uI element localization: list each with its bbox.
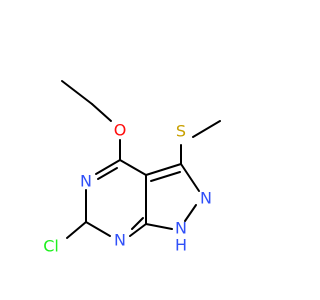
bond-c6-n-bottom [85, 221, 111, 237]
bond-s-ch3 [192, 120, 221, 138]
bond-n-bottom-c7a [129, 223, 147, 237]
bond-c4-n-top [95, 159, 121, 175]
bond-n-pyrazole-nh [184, 204, 197, 222]
bond-nh-c7a [145, 223, 173, 230]
nitrogen-pyrazole-label: N [200, 189, 212, 208]
atom-nitrogen-pyrimidine-top: N [80, 172, 92, 191]
bonds [61, 80, 221, 239]
atom-oxygen: O [114, 121, 127, 140]
sulfur-label: S [176, 122, 186, 141]
atom-sulfur: S [176, 122, 186, 141]
bond-c3a-c4 [119, 159, 147, 176]
bond-c6-cl [66, 221, 87, 239]
canvas-background [0, 0, 300, 300]
bond-c4-n-top-double [97, 167, 118, 180]
atom-nitrogen-nh: N H [175, 219, 187, 255]
nitrogen-nh-label: N [175, 219, 187, 238]
nitrogen-pyrimidine-top-label: N [80, 172, 92, 191]
bond-n-bottom-c7a-double [131, 217, 144, 230]
nitrogen-pyrimidine-bottom-label: N [114, 231, 126, 250]
atom-labels: O S N N Cl N N H [43, 121, 212, 256]
bond-c3a-c3 [145, 163, 182, 176]
bond-c3a-c3-double [150, 171, 181, 182]
bond-ethyl-ch3-ch2 [61, 80, 93, 105]
molecule-structure-diagram: O S N N Cl N N H [0, 0, 300, 300]
atom-chlorine: Cl [43, 237, 59, 256]
bond-ethyl-ch2-o [91, 103, 112, 122]
atom-nitrogen-pyrazole: N [200, 189, 212, 208]
oxygen-label: O [114, 121, 127, 140]
bond-c3-n-pyrazole [180, 163, 200, 192]
atom-nitrogen-pyrimidine-bottom: N [114, 231, 126, 250]
chlorine-label: Cl [43, 237, 59, 256]
hydrogen-label: H [175, 236, 187, 255]
